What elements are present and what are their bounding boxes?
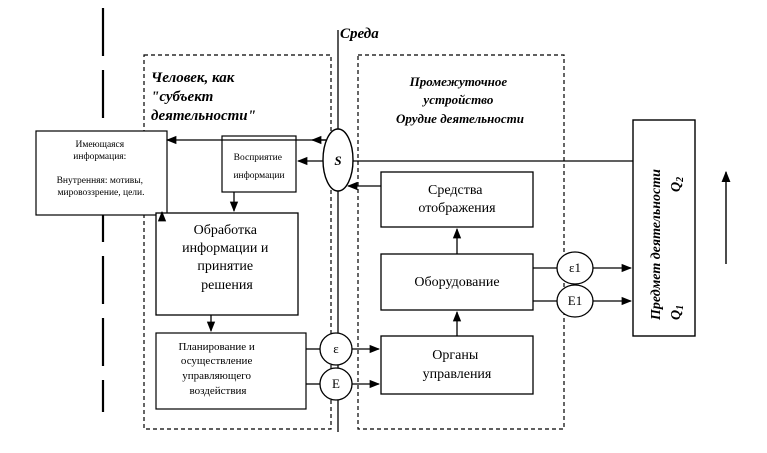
planning-box xyxy=(155,332,307,410)
epsilon1-node xyxy=(556,251,594,285)
human-title: Человек, как "субъект деятельности" xyxy=(151,70,256,124)
processing-box xyxy=(155,212,299,316)
object-label-group: Предмет деятельности xyxy=(649,169,664,321)
device-region xyxy=(357,54,565,430)
e-node xyxy=(319,367,353,401)
processing-text: Обработка информации и принятие решения xyxy=(182,223,272,293)
q1-label: Q1 xyxy=(669,305,686,320)
planning-text: Планирование и осуществление управляющег… xyxy=(178,341,257,397)
q2-label: Q2 xyxy=(669,177,686,192)
equipment-text: Оборудование xyxy=(414,275,499,290)
display-means-text: Средства отображения xyxy=(418,183,496,216)
perception-box xyxy=(221,135,297,193)
e-node-label: E xyxy=(332,376,340,391)
s-node-label: S xyxy=(334,153,341,168)
e1-node xyxy=(556,284,594,318)
object-box xyxy=(632,119,696,337)
object-label: Предмет деятельности xyxy=(649,169,664,321)
device-title: Промежуточное устройство Орудие деятельн… xyxy=(396,74,524,126)
available-info-text: Имеющаяся информация: Внутренняя: мотивы… xyxy=(57,140,146,198)
e1-node-label: E1 xyxy=(568,293,582,308)
s-node xyxy=(322,128,354,192)
display-means-box xyxy=(380,171,534,228)
epsilon1-node-label: ε1 xyxy=(569,260,581,275)
human-region xyxy=(143,54,332,430)
equipment-box xyxy=(380,253,534,311)
epsilon-node-label: ε xyxy=(333,341,339,356)
epsilon-node xyxy=(319,332,353,366)
svg-text:Q1: Q1 xyxy=(669,305,686,320)
perception-text: Восприятие информации xyxy=(233,153,284,181)
svg-text:Q2: Q2 xyxy=(669,177,686,192)
controls-text: Органы управления xyxy=(423,348,492,382)
environment-label: Среда xyxy=(340,26,379,42)
controls-box xyxy=(380,335,534,395)
available-info-box xyxy=(35,130,168,216)
